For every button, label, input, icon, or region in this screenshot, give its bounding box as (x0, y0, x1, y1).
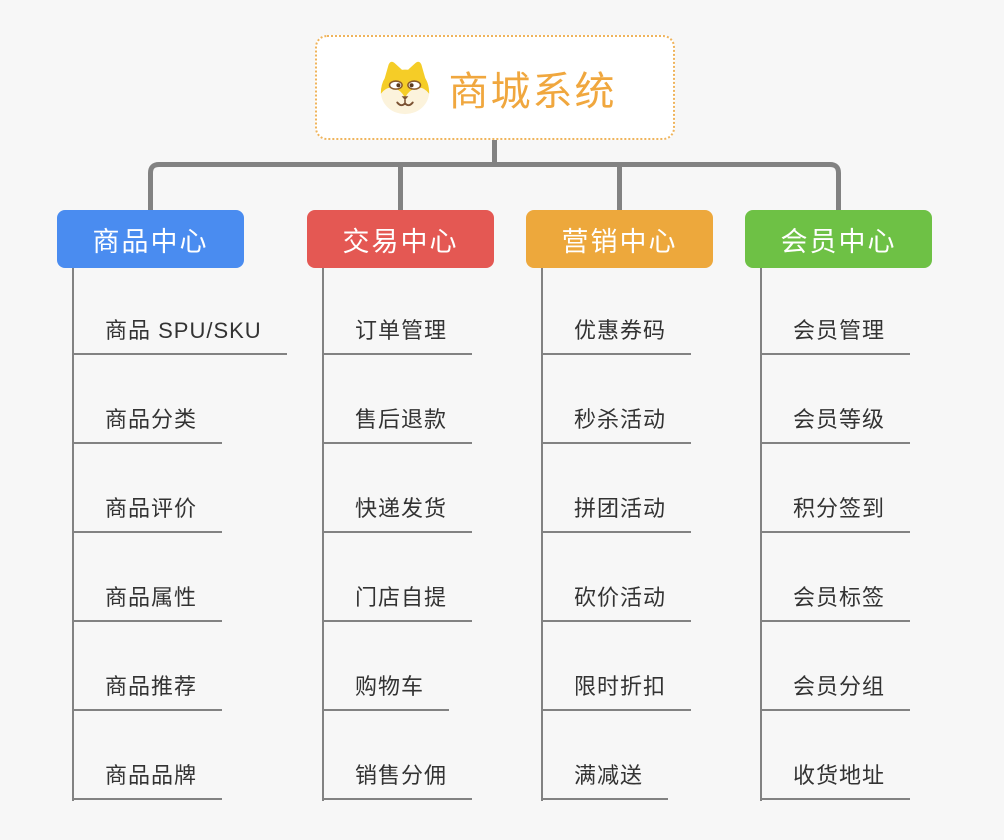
leaf-item[interactable]: 商品品牌 (72, 763, 223, 800)
root-title: 商城系统 (448, 69, 617, 114)
leaf-item[interactable]: 销售分佣 (322, 763, 473, 800)
leaf-item[interactable]: 会员管理 (760, 318, 911, 355)
leaf-item[interactable]: 限时折扣 (541, 674, 692, 711)
leaf-item[interactable]: 优惠券码 (541, 318, 692, 355)
leaf-item[interactable]: 商品 SPU/SKU (72, 318, 287, 355)
leaf-item[interactable]: 会员分组 (760, 674, 911, 711)
branch-node[interactable]: 会员中心 (745, 210, 932, 268)
leaf-item[interactable]: 积分签到 (760, 496, 911, 533)
leaf-item[interactable]: 砍价活动 (541, 585, 692, 622)
leaf-item[interactable]: 会员标签 (760, 585, 911, 622)
leaf-item[interactable]: 售后退款 (322, 407, 473, 444)
leaf-item[interactable]: 快递发货 (322, 496, 473, 533)
leaf-item[interactable]: 商品分类 (72, 407, 223, 444)
branch-node[interactable]: 营销中心 (526, 210, 713, 268)
leaf-item[interactable]: 拼团活动 (541, 496, 692, 533)
leaf-item[interactable]: 商品推荐 (72, 674, 223, 711)
leaf-item[interactable]: 商品属性 (72, 585, 223, 622)
leaf-item[interactable]: 秒杀活动 (541, 407, 692, 444)
root-node[interactable]: 商城系统 (315, 35, 675, 140)
leaf-item[interactable]: 收货地址 (760, 763, 911, 800)
leaf-item[interactable]: 门店自提 (322, 585, 473, 622)
branch-trunk-line (72, 268, 74, 801)
branch-node[interactable]: 商品中心 (57, 210, 244, 268)
branch-trunk-line (760, 268, 762, 801)
shiba-dog-icon (380, 61, 429, 114)
branch-trunk-line (541, 268, 543, 801)
leaf-item[interactable]: 会员等级 (760, 407, 911, 444)
leaf-item[interactable]: 购物车 (322, 674, 450, 711)
branch-node[interactable]: 交易中心 (307, 210, 494, 268)
leaf-item[interactable]: 订单管理 (322, 318, 473, 355)
leaf-item[interactable]: 满减送 (541, 763, 669, 800)
branch-trunk-line (322, 268, 324, 801)
leaf-item[interactable]: 商品评价 (72, 496, 223, 533)
connector-path (148, 139, 841, 210)
